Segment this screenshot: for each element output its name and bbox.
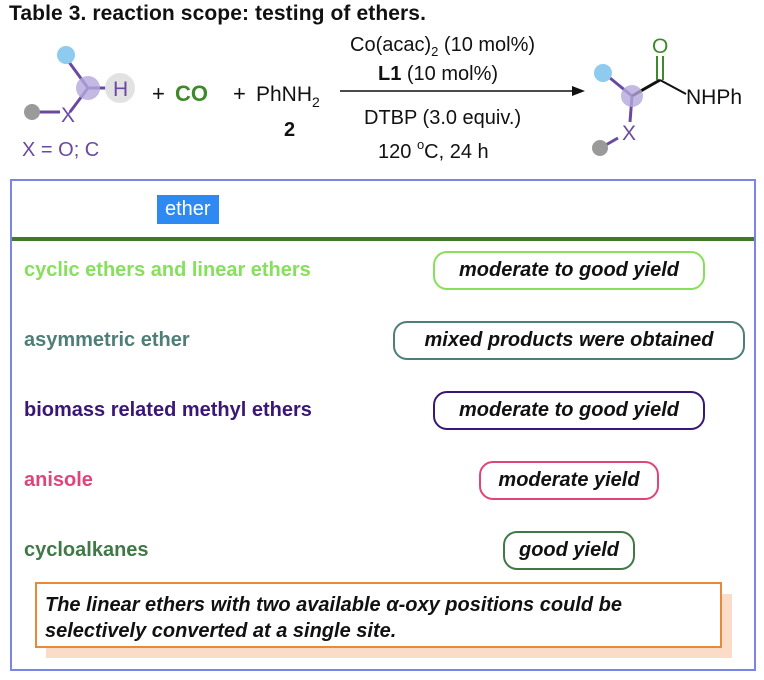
product-structure: O NHPh X <box>592 35 742 156</box>
condition-ligand: L1 (10 mol%) <box>378 63 498 85</box>
product-nhph-label: NHPh <box>686 86 742 109</box>
amine-compound-number: 2 <box>284 119 295 141</box>
product-carbon-highlight-dot <box>621 85 643 107</box>
product-gray-dot <box>592 140 608 156</box>
reaction-scheme: H X X = O; C + CO + PhNH2 2 Co(acac)2 (1… <box>22 34 742 163</box>
ether-header-tag: ether <box>157 195 219 224</box>
results-table <box>10 179 756 671</box>
product-x-label: X <box>622 122 636 145</box>
result-pill-asymmetric: mixed products were obtained <box>393 321 745 360</box>
substrate-structure: H X X = O; C <box>22 46 135 161</box>
selectivity-note: The linear ethers with two available α-o… <box>35 582 722 648</box>
plus-sign-1: + <box>152 81 165 106</box>
gray-substituent-dot <box>24 104 40 120</box>
co-reagent: CO <box>175 81 208 106</box>
result-pill-cyclic-linear: moderate to good yield <box>433 251 705 290</box>
header-divider <box>12 237 754 241</box>
amine-reagent: PhNH2 <box>256 83 320 110</box>
blue-substituent-dot <box>57 46 75 64</box>
product-oxygen-label: O <box>652 35 668 58</box>
plus-sign-2: + <box>233 81 246 106</box>
result-pill-cycloalkanes: good yield <box>503 531 635 570</box>
result-pill-biomass: moderate to good yield <box>433 391 705 430</box>
result-pill-anisole: moderate yield <box>479 461 659 500</box>
substrate-h-label: H <box>113 78 128 101</box>
condition-temperature: 120 oC, 24 h <box>378 137 489 163</box>
reaction-arrowhead <box>572 86 585 96</box>
hydrogen-highlight-dot <box>105 73 135 103</box>
row-label-asymmetric: asymmetric ether <box>24 329 190 351</box>
row-label-anisole: anisole <box>24 469 93 491</box>
row-label-cycloalkanes: cycloalkanes <box>24 539 149 561</box>
row-label-cyclic-linear: cyclic ethers and linear ethers <box>24 259 311 281</box>
product-blue-dot <box>594 64 612 82</box>
substrate-definition: X = O; C <box>22 139 99 161</box>
substrate-x-label: X <box>61 104 75 127</box>
carbon-highlight-dot <box>76 76 100 100</box>
row-label-biomass: biomass related methyl ethers <box>24 399 312 421</box>
table-title: Table 3. reaction scope: testing of ethe… <box>9 2 427 25</box>
condition-catalyst: Co(acac)2 (10 mol%) <box>350 34 535 59</box>
condition-oxidant: DTBP (3.0 equiv.) <box>364 107 521 129</box>
